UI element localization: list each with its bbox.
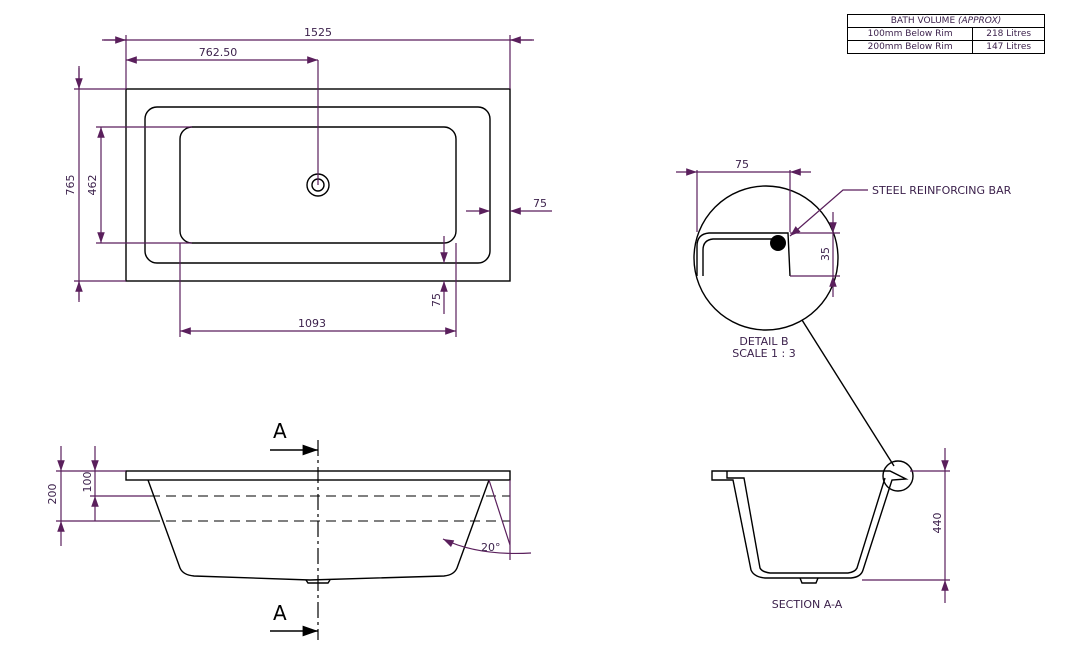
- dim-angle: 20°: [481, 541, 501, 554]
- detail-scale: SCALE 1 : 3: [732, 347, 795, 360]
- dim-centre-offset: 762.50: [199, 46, 238, 59]
- table-cell-value: 147 Litres: [972, 40, 1045, 54]
- detail-circle: [693, 185, 839, 331]
- dim-section-depth: 440: [931, 513, 944, 534]
- detail-title: DETAIL B: [739, 335, 788, 348]
- section-profile: [711, 470, 909, 579]
- table-note: (APPROX): [958, 16, 1002, 26]
- table-header: BATH VOLUME (APPROX): [847, 14, 1045, 28]
- table-header-row: BATH VOLUME (APPROX): [847, 14, 1045, 28]
- dim-detail-width: 75: [735, 158, 749, 171]
- table-cell-label: 200mm Below Rim: [846, 40, 974, 54]
- dim-depth-200: 200: [46, 484, 59, 505]
- section-mark-bottom: A: [273, 601, 287, 625]
- steel-bar-icon: [770, 235, 786, 251]
- side-elevation: 20° A A 200 100: [46, 419, 532, 640]
- dim-rim-bottom: 75: [430, 293, 443, 307]
- section-a-a: 440 SECTION A-A: [711, 448, 950, 611]
- dim-inner-width: 462: [86, 175, 99, 196]
- table-row: 100mm Below Rim 218 Litres: [846, 27, 1045, 41]
- table-row: 200mm Below Rim 147 Litres: [846, 40, 1045, 54]
- dim-depth-100: 100: [81, 472, 94, 493]
- dim-overall-length: 1525: [304, 26, 332, 39]
- side-body: [147, 479, 490, 581]
- table-cell-value: 218 Litres: [972, 27, 1045, 41]
- table-title: BATH VOLUME: [890, 16, 956, 26]
- table-cell-label: 100mm Below Rim: [846, 27, 974, 41]
- bath-volume-table: BATH VOLUME (APPROX) 100mm Below Rim 218…: [846, 14, 1045, 54]
- detail-b: 75 STEEL REINFORCING BAR 35 DETAIL B SCA…: [676, 158, 1012, 467]
- dim-detail-height: 35: [819, 247, 832, 261]
- dim-inner-length: 1093: [298, 317, 326, 330]
- section-mark-top: A: [273, 419, 287, 443]
- dim-overall-width: 765: [64, 175, 77, 196]
- plan-view: 1525 762.50 765 462 75 75 1093: [64, 26, 552, 337]
- detail-b-marker: [882, 460, 914, 492]
- steel-bar-label: STEEL REINFORCING BAR: [872, 184, 1012, 197]
- section-title: SECTION A-A: [772, 598, 843, 611]
- dim-rim-right: 75: [533, 197, 547, 210]
